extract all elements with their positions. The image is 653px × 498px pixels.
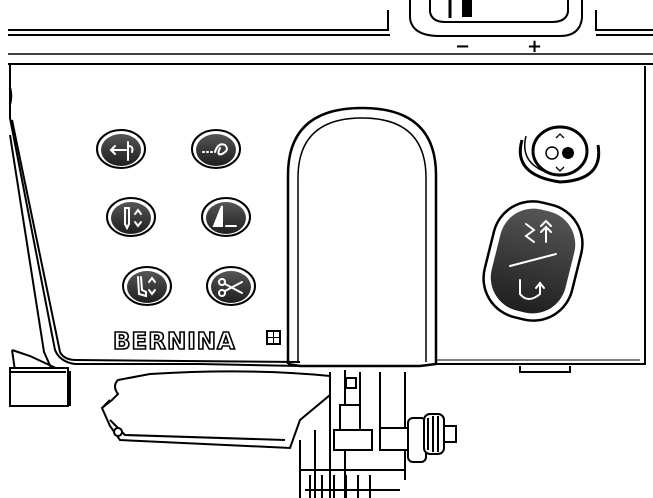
presser-foot-screw-knob	[379, 413, 457, 463]
securing-button[interactable]	[191, 129, 241, 169]
start-stop-icon	[545, 133, 574, 172]
scissors-icon	[218, 278, 243, 297]
needle-up-down-button[interactable]	[106, 197, 156, 237]
left-side-casing	[9, 134, 71, 407]
brand-logo: BERNINA	[112, 328, 281, 356]
needle-threader-icon	[109, 141, 134, 161]
machine-top-edge	[8, 10, 653, 65]
presser-foot-up-down-icon	[137, 276, 156, 298]
thread-guide-cover	[286, 106, 438, 368]
start-stop-button[interactable]	[518, 125, 601, 184]
pattern-end-button[interactable]	[201, 197, 251, 237]
brand-name: BERNINA	[113, 329, 236, 355]
speed-plus-label: +	[527, 36, 542, 57]
head-front-panel	[8, 64, 646, 373]
securing-stitch-icon	[202, 143, 228, 156]
free-arm-bed	[100, 370, 331, 450]
needle-up-down-icon	[124, 207, 142, 231]
speed-minus-label: −	[455, 36, 470, 57]
needle-threader-button[interactable]	[96, 129, 146, 169]
pattern-end-icon	[212, 205, 237, 227]
quick-reverse-icon	[509, 219, 557, 300]
speed-slider[interactable]	[409, 0, 583, 37]
presser-foot-up-down-button[interactable]	[122, 266, 172, 306]
brand-cross-emblem	[266, 330, 281, 345]
thread-cutter-button[interactable]	[206, 266, 256, 306]
quick-reverse-button[interactable]	[475, 193, 591, 329]
needle-bar-assembly	[299, 370, 406, 498]
